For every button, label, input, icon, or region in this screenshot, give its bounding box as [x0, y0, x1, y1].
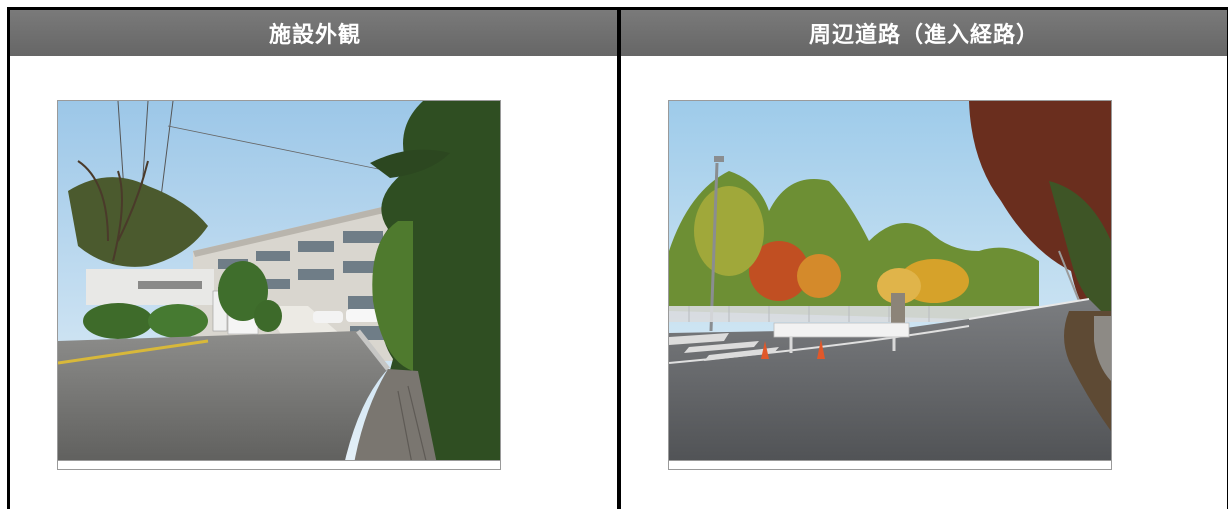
access-road-image: [669, 101, 1111, 469]
school-building-image: [58, 101, 500, 469]
access-road-title: 周辺道路（進入経路）: [808, 23, 1039, 48]
facility-exterior-title: 施設外観: [268, 23, 361, 48]
photo-bottom-border: [669, 460, 1111, 469]
access-road-photo: [668, 100, 1112, 470]
photo-bottom-border: [58, 460, 500, 469]
access-road-panel: 周辺道路（進入経路）: [617, 7, 1228, 509]
facility-exterior-panel: 施設外観: [7, 7, 620, 509]
access-road-header: 周辺道路（進入経路）: [621, 10, 1227, 56]
facility-exterior-header: 施設外観: [10, 10, 620, 56]
school-building-photo: [57, 100, 501, 470]
